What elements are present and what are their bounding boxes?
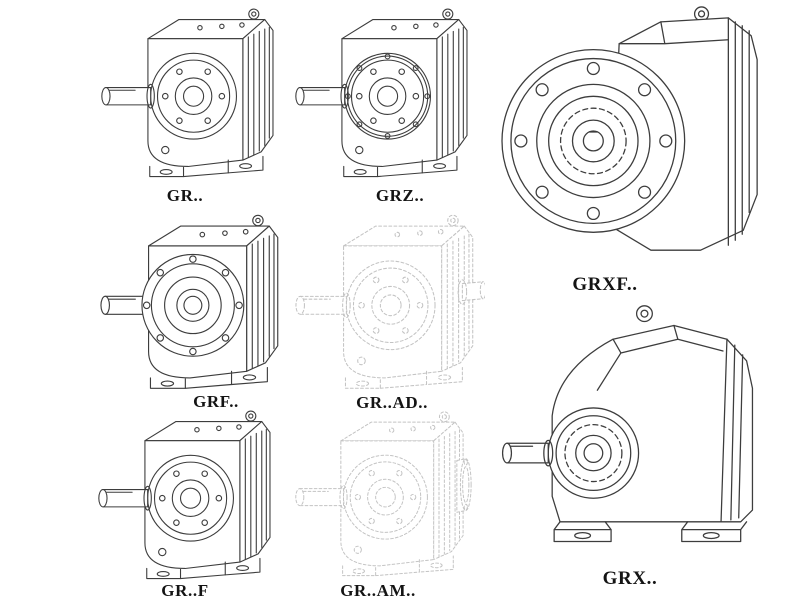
figure-label-gram: GR..AM.. bbox=[340, 581, 416, 600]
figure-label-grff: GR..F bbox=[161, 581, 209, 600]
figure-label-grxf: GRXF.. bbox=[572, 274, 638, 295]
grz-gearbox-drawing bbox=[287, 4, 479, 182]
figure-grad bbox=[287, 210, 485, 394]
grad-gearbox-ghost-drawing bbox=[287, 210, 485, 394]
figure-label-grad: GR..AD.. bbox=[356, 393, 428, 412]
figure-label-grf: GRF.. bbox=[193, 392, 239, 411]
figure-label-grx: GRX.. bbox=[602, 568, 658, 589]
figure-grf bbox=[92, 210, 290, 394]
grxf-gearbox-drawing bbox=[501, 6, 758, 251]
figure-gram bbox=[287, 407, 475, 581]
figure-gr bbox=[93, 4, 285, 182]
grx-gearbox-drawing bbox=[501, 305, 754, 543]
figure-grx bbox=[495, 296, 790, 566]
gram-gearbox-ghost-drawing bbox=[287, 407, 475, 581]
figure-grxf bbox=[490, 0, 788, 273]
figure-grz bbox=[287, 4, 479, 182]
figure-label-grz: GRZ.. bbox=[375, 186, 425, 205]
grf-foot-gearbox-drawing bbox=[90, 406, 282, 584]
figure-label-gr: GR.. bbox=[166, 186, 204, 205]
figure-grff bbox=[90, 406, 282, 584]
gr-gearbox-drawing bbox=[93, 4, 285, 182]
grf-gearbox-drawing bbox=[92, 210, 290, 394]
